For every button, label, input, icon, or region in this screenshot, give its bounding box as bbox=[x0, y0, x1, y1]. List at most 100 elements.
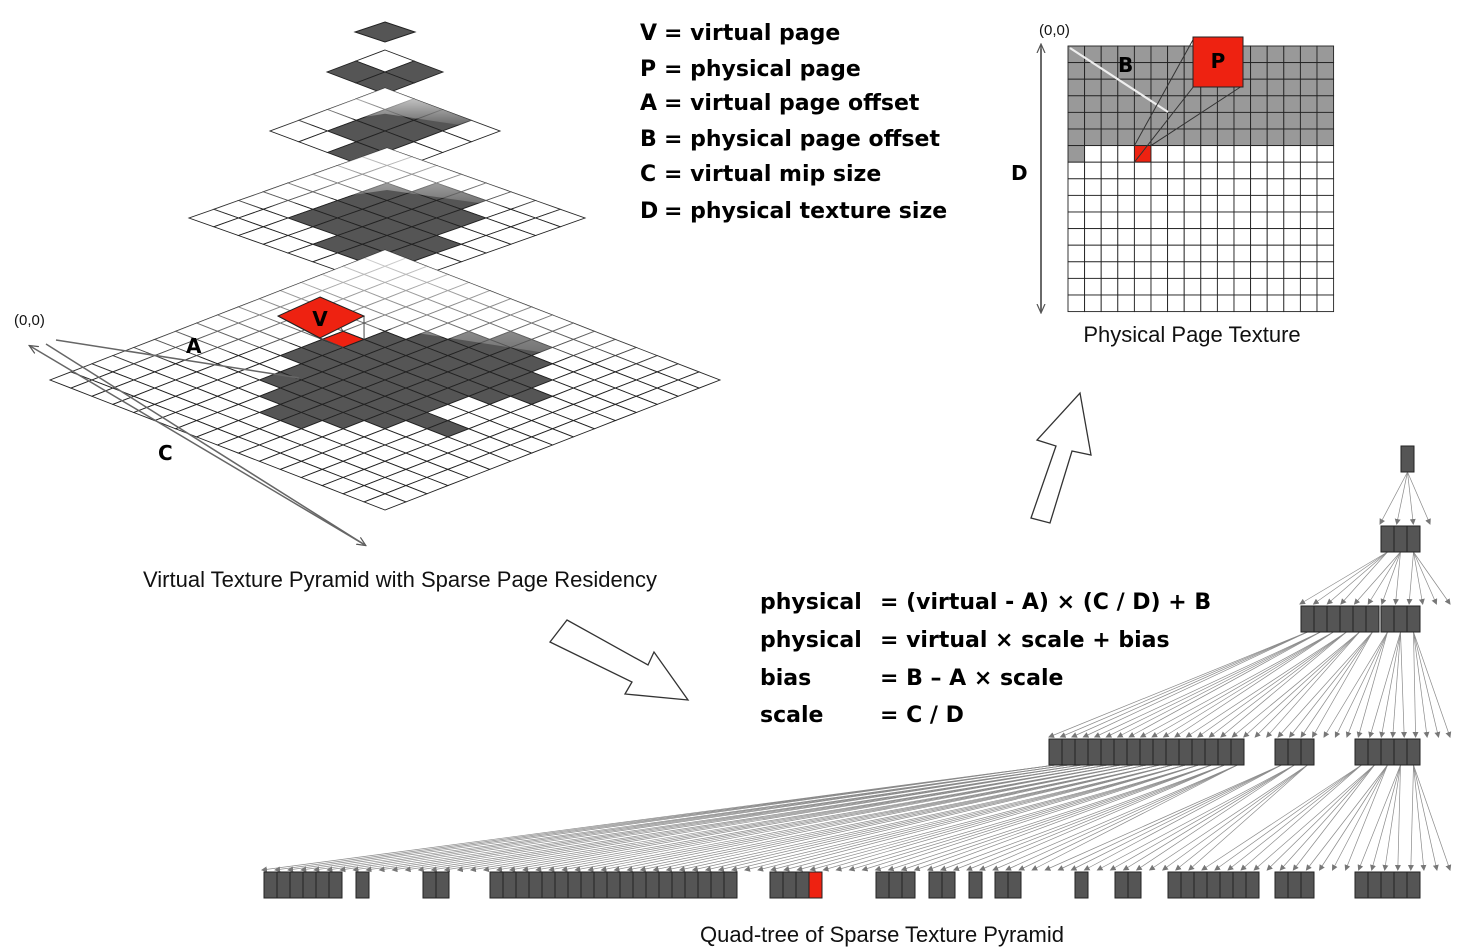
quadtree-edge bbox=[874, 764, 1199, 872]
quadtree-edge bbox=[704, 764, 1160, 872]
quadtree-edge bbox=[744, 764, 1173, 872]
free-physical-page bbox=[1133, 261, 1152, 279]
free-physical-page bbox=[1316, 244, 1335, 263]
free-physical-page bbox=[1100, 194, 1119, 213]
free-physical-page bbox=[1250, 145, 1268, 163]
quadtree-edge bbox=[1340, 551, 1388, 605]
quadtree-edge bbox=[1344, 764, 1388, 871]
free-physical-page bbox=[1250, 294, 1268, 313]
free-physical-page bbox=[1183, 261, 1202, 279]
free-physical-page bbox=[1216, 261, 1235, 279]
used-physical-page bbox=[1250, 95, 1268, 113]
quadtree-node bbox=[1365, 605, 1380, 633]
quadtree-edge bbox=[1413, 764, 1427, 871]
quadtree-node bbox=[1287, 871, 1302, 899]
free-physical-page bbox=[1316, 145, 1335, 163]
offset-a-label: A bbox=[186, 334, 202, 358]
used-physical-page bbox=[1067, 111, 1086, 130]
pyramid-level-4 bbox=[48, 249, 722, 511]
quadtree-node bbox=[1061, 738, 1076, 766]
free-physical-page bbox=[1283, 145, 1301, 163]
used-physical-page bbox=[1299, 62, 1318, 80]
free-physical-page bbox=[1200, 178, 1218, 196]
free-physical-page bbox=[1100, 145, 1119, 163]
quadtree-edge bbox=[835, 764, 1199, 872]
quadtree-node bbox=[302, 871, 317, 899]
free-physical-page bbox=[1266, 161, 1285, 180]
quadtree-edge bbox=[952, 764, 1225, 871]
free-physical-page bbox=[1067, 228, 1086, 246]
quadtree-edge bbox=[1356, 631, 1388, 738]
used-physical-page bbox=[1084, 95, 1102, 113]
used-physical-page bbox=[1266, 78, 1285, 97]
legend-text: = virtual page offset bbox=[664, 91, 920, 116]
free-physical-page bbox=[1316, 211, 1335, 230]
quadtree-edge bbox=[1048, 631, 1308, 738]
free-physical-page bbox=[1283, 194, 1301, 213]
used-physical-page bbox=[1117, 95, 1135, 113]
free-physical-page bbox=[1117, 178, 1135, 196]
free-physical-page bbox=[1084, 145, 1102, 163]
free-physical-page bbox=[1266, 228, 1285, 246]
used-physical-page bbox=[1316, 111, 1335, 130]
quadtree-node bbox=[710, 871, 725, 899]
free-physical-page bbox=[1117, 211, 1135, 230]
free-physical-page bbox=[1299, 294, 1318, 313]
free-physical-page bbox=[1316, 294, 1335, 313]
quadtree-edge bbox=[1323, 631, 1388, 738]
quadtree-edge bbox=[678, 764, 1160, 872]
free-physical-page bbox=[1183, 244, 1202, 263]
quadtree-edge bbox=[1093, 631, 1321, 738]
quadtree-node bbox=[1100, 738, 1115, 766]
free-physical-page bbox=[1299, 145, 1318, 163]
used-physical-page bbox=[1233, 128, 1252, 147]
used-physical-page bbox=[1316, 45, 1335, 64]
quadtree-node bbox=[489, 871, 504, 899]
quadtree-edge bbox=[1070, 764, 1282, 871]
free-physical-page bbox=[1216, 294, 1235, 313]
quadtree-edge bbox=[848, 764, 1199, 872]
free-physical-page bbox=[1250, 161, 1268, 180]
free-physical-page bbox=[1084, 277, 1102, 296]
used-physical-page bbox=[1299, 78, 1318, 97]
quadtree-node bbox=[1406, 605, 1421, 633]
used-physical-page bbox=[1233, 111, 1252, 130]
quadtree-node bbox=[1193, 871, 1208, 899]
free-physical-page bbox=[1266, 277, 1285, 296]
free-physical-page bbox=[1250, 228, 1268, 246]
quadtree-edge bbox=[404, 764, 1082, 873]
quadtree-node bbox=[1139, 738, 1154, 766]
formula-rhs: = (virtual - A) × (C / D) + B bbox=[880, 590, 1211, 615]
quadtree-edge bbox=[1214, 764, 1362, 871]
quadtree-node bbox=[1232, 871, 1247, 899]
quadtree-edge bbox=[1407, 471, 1431, 525]
free-physical-page bbox=[1316, 194, 1335, 213]
free-physical-page bbox=[1183, 194, 1202, 213]
quadtree-node bbox=[515, 871, 530, 899]
used-physical-page bbox=[1266, 45, 1285, 64]
quadtree-edge bbox=[1407, 471, 1416, 525]
quadtree-node bbox=[289, 871, 304, 899]
quadtree-edge bbox=[731, 764, 1173, 872]
quadtree-node bbox=[1380, 605, 1395, 633]
free-physical-page bbox=[1117, 161, 1135, 180]
free-physical-page bbox=[1216, 178, 1235, 196]
pyramid-level-0 bbox=[353, 21, 417, 43]
free-physical-page bbox=[1200, 277, 1218, 296]
legend-key: C bbox=[640, 162, 656, 187]
quadtree-node bbox=[1230, 738, 1245, 766]
legend-key: V bbox=[640, 21, 657, 46]
quadtree-edge bbox=[1368, 631, 1401, 738]
quadtree-edge bbox=[1044, 764, 1282, 871]
quadtree-node bbox=[697, 871, 712, 899]
free-physical-page bbox=[1067, 277, 1086, 296]
quadtree-node bbox=[1127, 871, 1142, 899]
quadtree-node bbox=[1300, 871, 1315, 899]
free-physical-page bbox=[1167, 194, 1185, 213]
quadtree-node bbox=[1206, 871, 1221, 899]
quadtree-edge bbox=[522, 764, 1121, 873]
quadtree-edge bbox=[1326, 551, 1388, 605]
used-physical-page bbox=[1233, 95, 1252, 113]
free-physical-page bbox=[1316, 277, 1335, 296]
quadtree-edge bbox=[913, 764, 1212, 872]
